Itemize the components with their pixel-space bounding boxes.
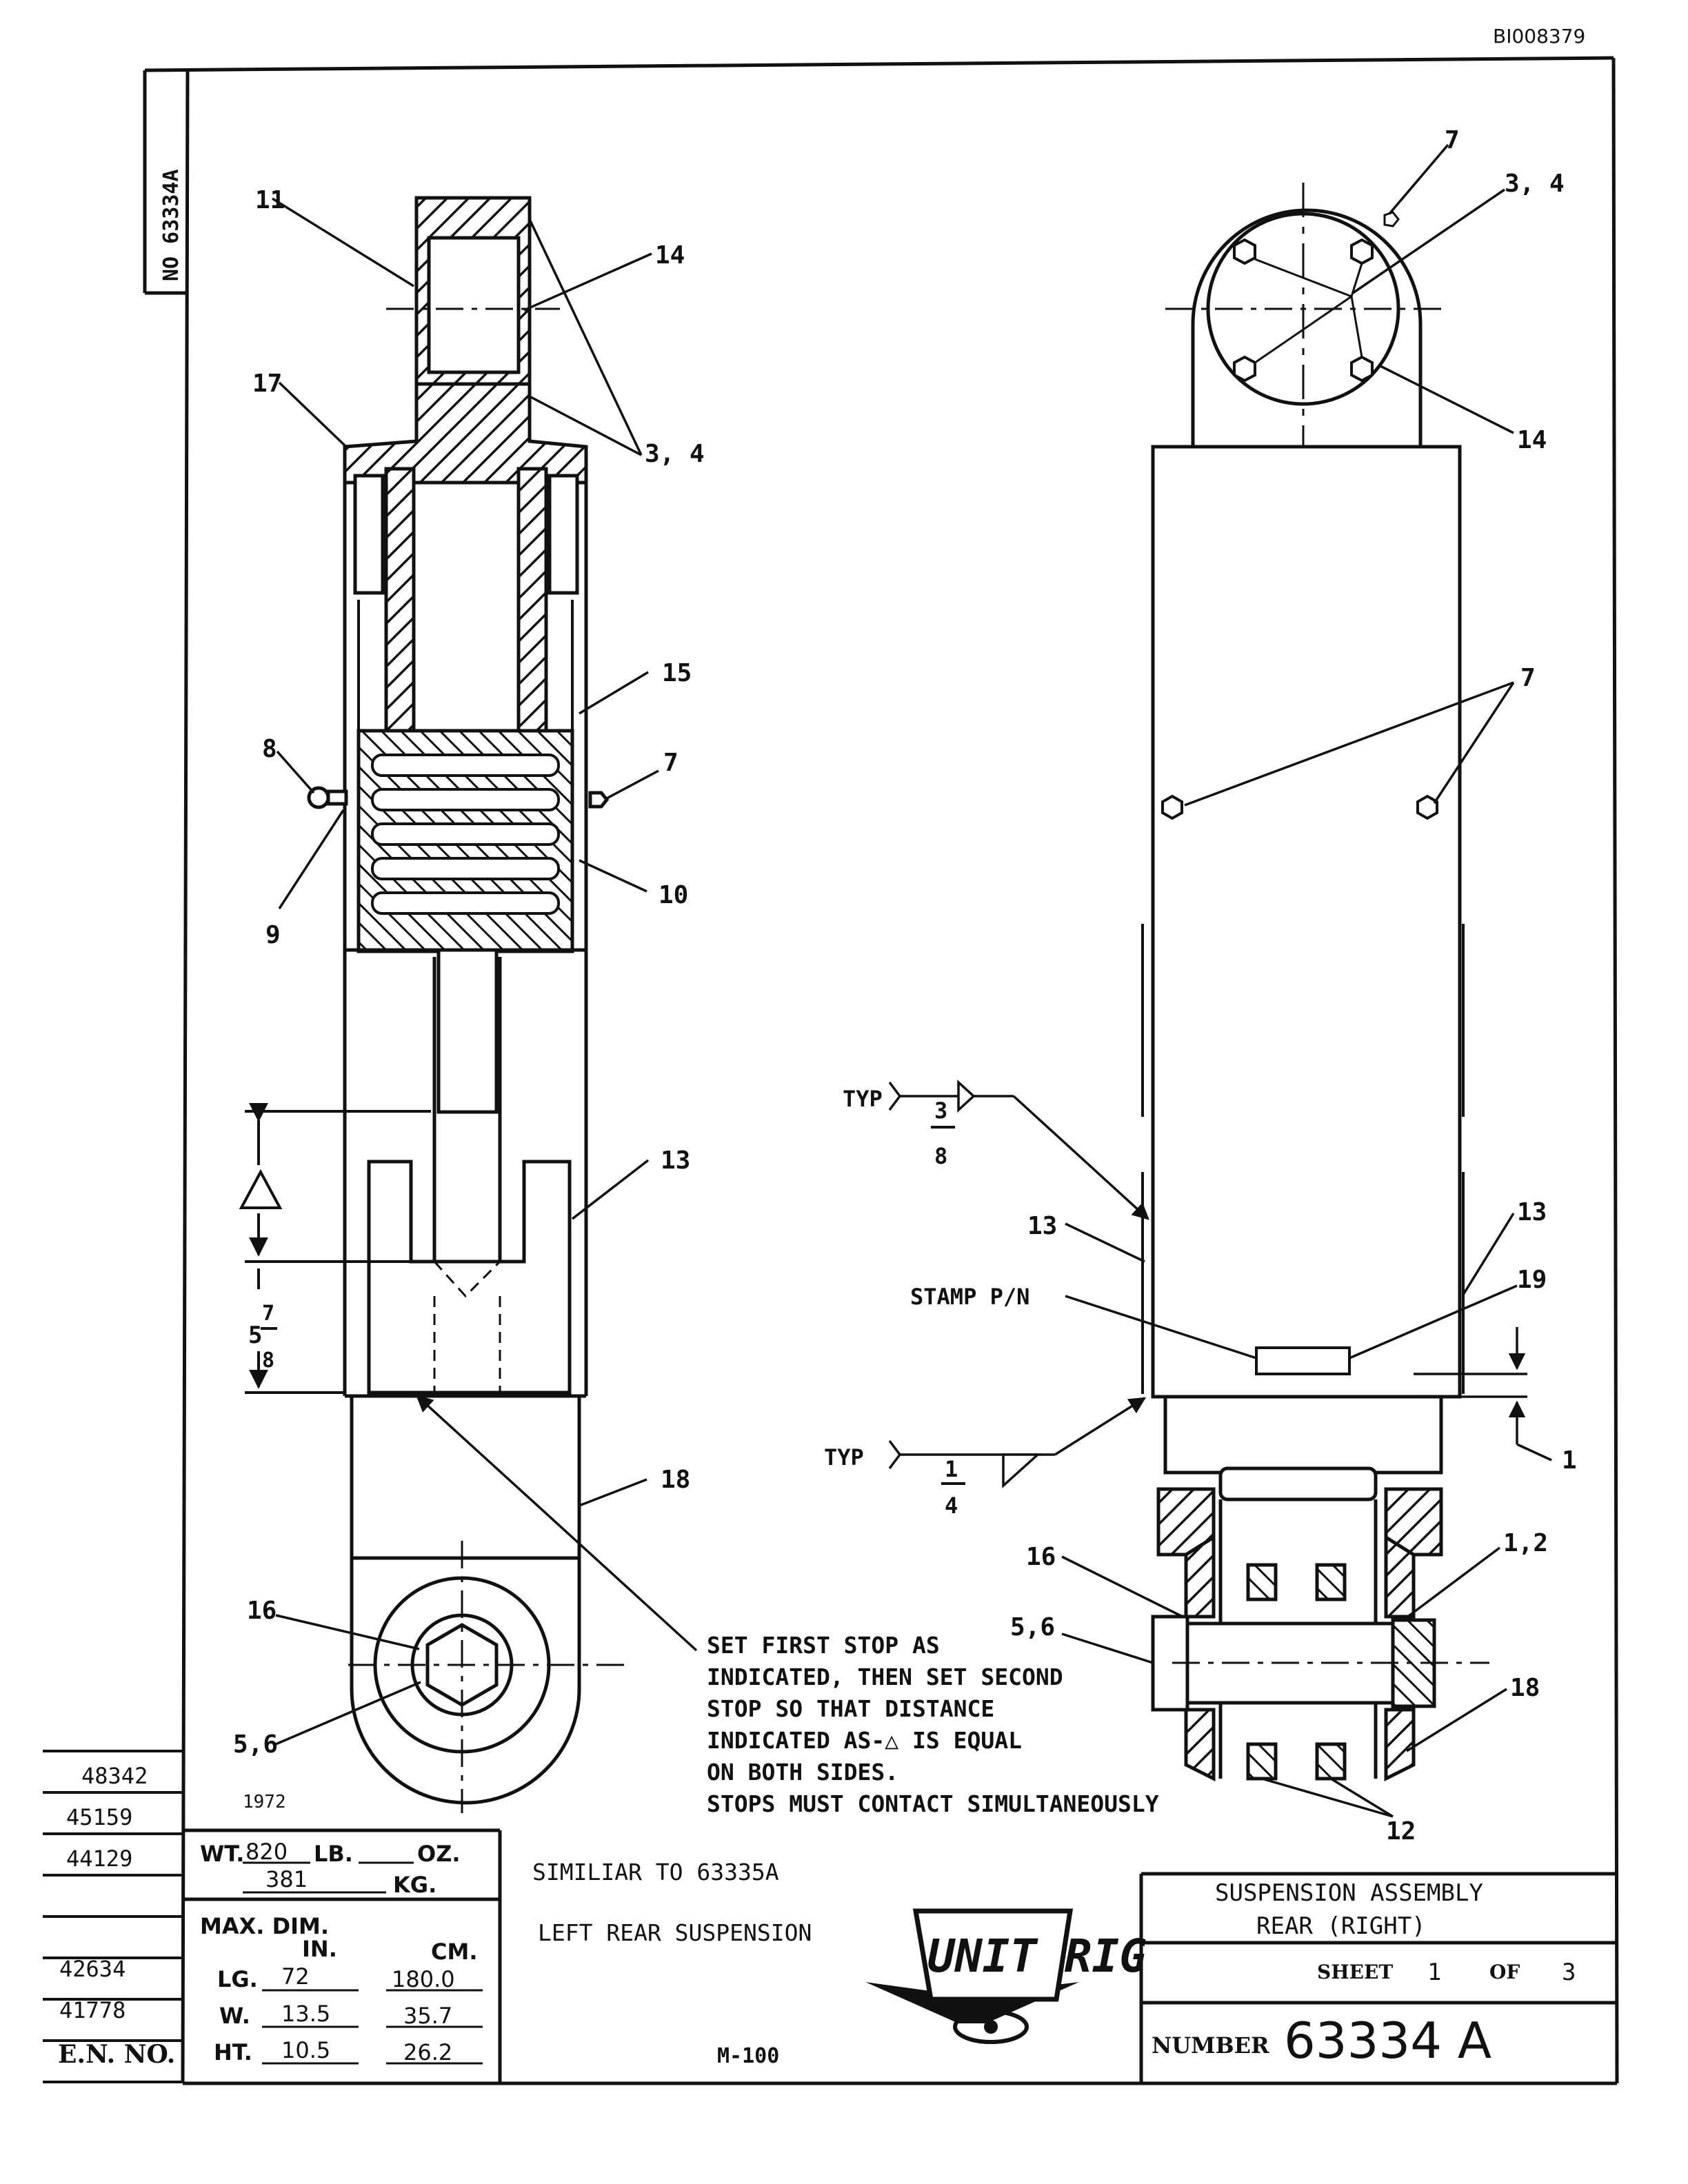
weld-fraction-1-numerator: 3 bbox=[934, 1098, 947, 1124]
callout-1-2: 1,2 bbox=[1503, 1529, 1548, 1557]
note-line-1: SET FIRST STOP AS bbox=[707, 1632, 940, 1659]
callout-16-right: 16 bbox=[1026, 1543, 1056, 1571]
left-callouts: 11 14 17 3, 4 15 8 7 9 10 13 18 16 5,6 bbox=[233, 186, 705, 1759]
wt-lb-value: 820 bbox=[245, 1839, 288, 1865]
callout-7-mid: 7 bbox=[1520, 664, 1536, 692]
ht-label: HT. bbox=[214, 2039, 252, 2065]
note-line-5: ON BOTH SIDES. bbox=[707, 1759, 898, 1786]
weld-symbols: TYP 3 8 TYP 1 4 STAMP P/N bbox=[824, 1086, 1029, 1519]
left-leaders bbox=[272, 197, 698, 1746]
max-dim-title: MAX. DIM. bbox=[200, 1913, 329, 1939]
w-label: W. bbox=[219, 2003, 250, 2029]
document-id: BI008379 bbox=[1493, 25, 1585, 48]
callout-18: 18 bbox=[661, 1466, 690, 1494]
en-number-6: 41778 bbox=[59, 1997, 125, 2023]
lg-label: LG. bbox=[217, 1966, 258, 1992]
stop-dimension bbox=[239, 1102, 431, 1394]
sheet-number: 1 bbox=[1427, 1959, 1441, 1986]
right-exterior-view bbox=[1141, 183, 1489, 1782]
callout-3-4-right: 3, 4 bbox=[1505, 170, 1565, 198]
callout-19: 19 bbox=[1517, 1266, 1547, 1294]
weld-fraction-1-denominator: 8 bbox=[934, 1143, 947, 1169]
ht-cm-value: 26.2 bbox=[403, 2039, 452, 2065]
callout-13-right-side: 13 bbox=[1517, 1198, 1547, 1226]
en-number-2: 45159 bbox=[66, 1804, 132, 1830]
assembly-note: SET FIRST STOP AS INDICATED, THEN SET SE… bbox=[707, 1632, 1159, 1817]
vertical-drawing-number: NO 63334A bbox=[159, 169, 183, 281]
weld-typ-2: TYP bbox=[824, 1444, 864, 1470]
en-numbers: 48342 45159 44129 42634 41778 bbox=[59, 1763, 148, 2023]
lg-cm-value: 180.0 bbox=[392, 1966, 455, 1992]
weld-typ-1: TYP bbox=[843, 1086, 883, 1112]
callout-5-6: 5,6 bbox=[233, 1730, 278, 1759]
sheet-total: 3 bbox=[1562, 1959, 1576, 1986]
similar-to: SIMILIAR TO 63335A bbox=[532, 1859, 779, 1885]
callout-14: 14 bbox=[655, 241, 685, 270]
max-dim-in-label: IN. bbox=[302, 1936, 337, 1962]
drawing-number: 63334 A bbox=[1284, 2012, 1491, 2070]
en-number-table bbox=[43, 1750, 183, 2083]
stamp-part-number: STAMP P/N bbox=[910, 1284, 1029, 1310]
callout-17: 17 bbox=[252, 370, 282, 398]
wt-label: WT. bbox=[200, 1841, 244, 1867]
wt-kg-label: KG. bbox=[393, 1872, 436, 1898]
unit-rig-logo: UNIT RIG bbox=[865, 1908, 1147, 2044]
callout-18-right: 18 bbox=[1510, 1674, 1540, 1702]
callout-13-left-side: 13 bbox=[1027, 1212, 1057, 1240]
sheet-label: SHEET bbox=[1317, 1961, 1393, 1983]
en-number-label: E.N. NO. bbox=[58, 2040, 175, 2069]
dimension-numerator: 7 bbox=[262, 1302, 274, 1326]
callout-15: 15 bbox=[662, 659, 692, 687]
year: 1972 bbox=[243, 1792, 286, 1812]
en-number-5: 42634 bbox=[59, 1956, 125, 1982]
right-leaders bbox=[888, 143, 1552, 1818]
callout-14-right: 14 bbox=[1517, 426, 1547, 454]
callout-1: 1 bbox=[1562, 1446, 1577, 1475]
callout-5-6-right: 5,6 bbox=[1010, 1613, 1055, 1641]
callout-7: 7 bbox=[663, 749, 679, 777]
callout-3-4: 3, 4 bbox=[645, 440, 705, 468]
ht-in-value: 10.5 bbox=[281, 2037, 330, 2063]
title-line-2: REAR (RIGHT) bbox=[1256, 1912, 1426, 1940]
callout-11: 11 bbox=[255, 186, 285, 214]
model-number: M-100 bbox=[717, 2044, 779, 2068]
note-line-4: INDICATED AS-△ IS EQUAL bbox=[707, 1727, 1022, 1754]
callout-13: 13 bbox=[661, 1146, 690, 1175]
dimension-whole: 5 bbox=[248, 1322, 262, 1349]
callout-8: 8 bbox=[262, 735, 277, 763]
callout-7-top: 7 bbox=[1445, 126, 1460, 154]
title-line-1: SUSPENSION ASSEMBLY bbox=[1215, 1879, 1483, 1907]
dimension-denominator: 8 bbox=[262, 1348, 274, 1373]
title-block bbox=[1139, 1872, 1617, 2083]
w-in-value: 13.5 bbox=[281, 2001, 330, 2027]
weight-dimension-box bbox=[183, 1828, 502, 2083]
weight-underlines bbox=[243, 1861, 483, 2065]
of-label: OF bbox=[1489, 1961, 1520, 1983]
callout-10: 10 bbox=[659, 881, 688, 909]
right-callouts: 7 3, 4 14 7 13 13 19 1 16 5,6 1,2 18 12 bbox=[1010, 126, 1577, 1846]
lg-in-value: 72 bbox=[281, 1963, 310, 1990]
callout-12: 12 bbox=[1386, 1817, 1416, 1846]
weld-fraction-2-numerator: 1 bbox=[945, 1456, 958, 1482]
w-cm-value: 35.7 bbox=[403, 2003, 452, 2029]
note-line-2: INDICATED, THEN SET SECOND bbox=[707, 1664, 1063, 1690]
sheet-border bbox=[143, 56, 1619, 2085]
logo-text: UNIT RIG bbox=[927, 1930, 1147, 1983]
weld-fraction-2-denominator: 4 bbox=[945, 1493, 958, 1519]
number-label: NUMBER bbox=[1152, 2032, 1269, 2059]
weight-fields: WT. 820 LB. OZ. 381 KG. MAX. DIM. IN. CM… bbox=[200, 1839, 477, 2065]
left-section-view bbox=[307, 196, 624, 1813]
en-number-1: 48342 bbox=[81, 1763, 148, 1789]
callout-9: 9 bbox=[265, 921, 281, 949]
max-dim-cm-label: CM. bbox=[431, 1939, 477, 1965]
note-line-3: STOP SO THAT DISTANCE bbox=[707, 1695, 994, 1722]
note-line-6: STOPS MUST CONTACT SIMULTANEOUSLY bbox=[707, 1790, 1159, 1817]
wt-oz-label: OZ. bbox=[417, 1841, 461, 1867]
wt-lb-label: LB. bbox=[314, 1841, 353, 1867]
en-number-3: 44129 bbox=[66, 1846, 132, 1872]
left-rear-suspension: LEFT REAR SUSPENSION bbox=[538, 1919, 812, 1946]
callout-16: 16 bbox=[247, 1597, 277, 1625]
wt-kg-value: 381 bbox=[265, 1866, 308, 1892]
